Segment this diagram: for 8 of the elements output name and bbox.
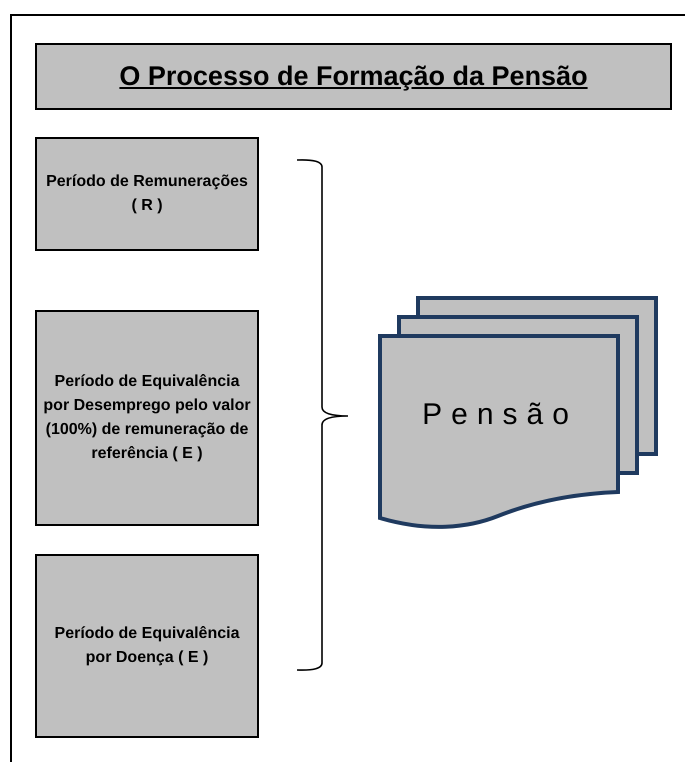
period-box	[35, 137, 259, 251]
document-label: Pensão	[421, 397, 579, 433]
period-label: Período de Equivalência por Doença ( E )	[54, 624, 241, 668]
period-label: Período de Equivalência por Desemprego pelo valor (100%) de remuneração de referência ( E )	[42, 372, 252, 464]
period-box	[35, 554, 259, 738]
period-box	[35, 310, 259, 526]
period-label: Período de Remunerações ( R )	[45, 172, 249, 216]
heading: O Processo de Formação da Pensão	[35, 43, 672, 110]
